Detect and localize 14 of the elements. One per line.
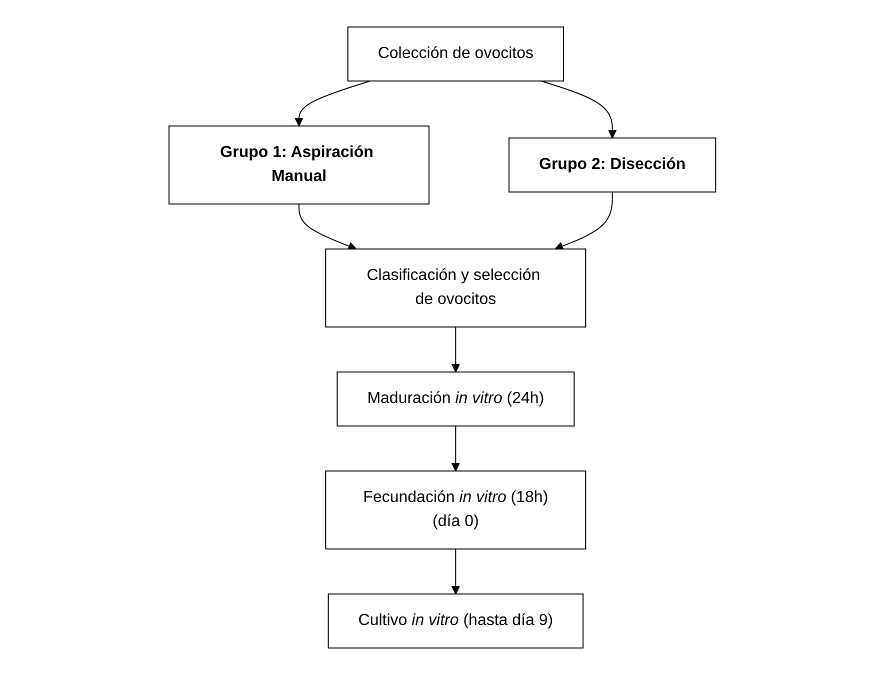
arrow <box>451 326 460 372</box>
arrow <box>294 80 371 126</box>
node-box: Grupo 1: Aspiración Manual <box>168 126 430 204</box>
arrow <box>540 80 617 138</box>
arrow <box>451 426 460 472</box>
node-box: Maduración in vitro (24h) <box>336 372 575 426</box>
node-box: Cultivo in vitro (hasta día 9) <box>328 594 584 648</box>
arrow <box>298 204 357 250</box>
node-box: Clasificación y selección de ovocitos <box>325 248 586 328</box>
node-box: Colección de ovocitos <box>348 26 564 82</box>
arrow <box>554 192 613 250</box>
node-box: Fecundación in vitro (18h)(día 0) <box>325 470 586 550</box>
arrow <box>451 548 460 594</box>
node-box: Grupo 2: Disección <box>508 138 716 192</box>
